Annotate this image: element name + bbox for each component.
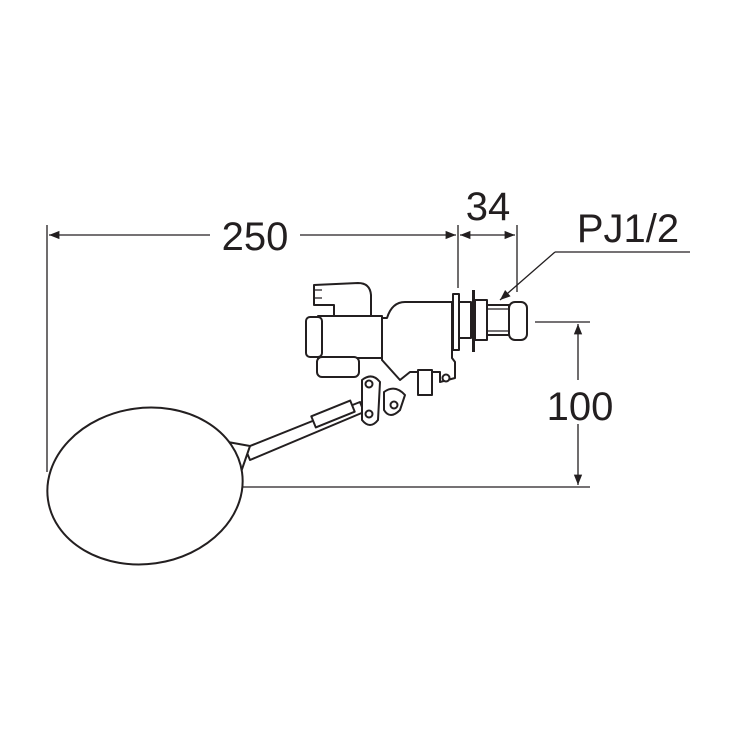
dimension-connection-label: 34 — [466, 185, 511, 229]
dimension-250: 250 — [49, 215, 456, 259]
dimension-34: 34 — [460, 185, 515, 240]
dimension-length-label: 250 — [222, 215, 289, 259]
dimension-100: 100 — [540, 324, 620, 485]
extension-lines — [46, 225, 590, 488]
thread-callout: PJ1/2 — [499, 207, 690, 301]
thread-label: PJ1/2 — [577, 207, 679, 251]
float-ball — [46, 399, 365, 566]
dimension-height-label: 100 — [547, 385, 614, 429]
valve-body — [305, 282, 528, 426]
